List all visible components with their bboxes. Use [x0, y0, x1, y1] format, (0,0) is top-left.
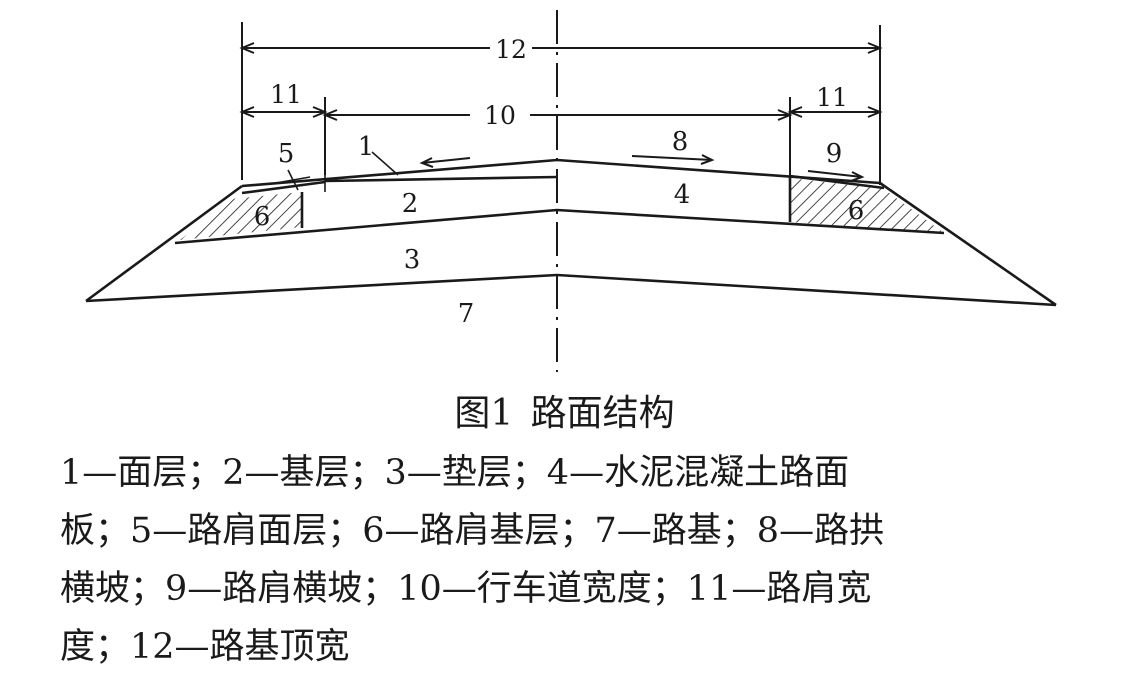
- shoulder-surface-bottom-left: [241, 180, 326, 195]
- figure-legend: 1—面层；2—基层；3—垫层；4—水泥混凝土路面 板；5—路肩面层；6—路肩基层…: [60, 444, 1070, 676]
- label-3: 3: [404, 245, 421, 275]
- legend-line: 横坡；9—路肩横坡；10—行车道宽度；11—路肩宽: [60, 569, 872, 609]
- label-11-left: 11: [270, 80, 302, 109]
- shoulder-base-left: [180, 192, 302, 240]
- arrow-shoulder-slope-right: [807, 170, 863, 178]
- label-5: 5: [278, 139, 295, 169]
- base-bottom: [174, 208, 945, 245]
- label-7: 7: [458, 299, 475, 329]
- label-6-right: 6: [848, 196, 865, 226]
- dimension-lines: [239, 22, 883, 185]
- shoulder-slope-right-top: [789, 174, 885, 190]
- arrow-surface-slope-left: [421, 157, 471, 164]
- roadway-surface-top: [241, 158, 881, 188]
- label-9: 9: [826, 139, 843, 169]
- slope-arrows: [275, 151, 865, 191]
- legend-line: 板；5—路肩面层；6—路肩基层；7—路基；8—路拱: [60, 511, 885, 551]
- legend-line: 度；12—路基顶宽: [60, 627, 350, 667]
- label-2: 2: [402, 189, 419, 219]
- label-12: 12: [495, 35, 527, 64]
- legend-line: 1—面层；2—基层；3—垫层；4—水泥混凝土路面: [60, 453, 850, 493]
- diagram-labels: 12 10 11 11 5 1 8 9 6 2 4 6 3 7: [254, 35, 865, 329]
- label-10: 10: [484, 101, 516, 130]
- right-slope: [879, 181, 1057, 307]
- label-6-left: 6: [254, 202, 271, 232]
- arrow-crown-slope: [631, 155, 713, 161]
- subgrade-top: [85, 273, 1057, 307]
- figure-caption: 图1 路面结构: [454, 393, 675, 434]
- label-4: 4: [674, 180, 691, 210]
- pavement-structure-diagram: 12 10 11 11 5 1 8 9 6 2 4 6 3 7: [85, 10, 1057, 372]
- leader-1: [371, 151, 399, 176]
- pavement-layers: [85, 158, 1057, 307]
- shoulder-base-right: [790, 178, 944, 233]
- surface-layer-bottom: [324, 175, 558, 183]
- left-slope: [85, 184, 243, 303]
- label-1: 1: [358, 132, 375, 162]
- label-8: 8: [672, 127, 689, 157]
- label-11-right: 11: [816, 83, 848, 112]
